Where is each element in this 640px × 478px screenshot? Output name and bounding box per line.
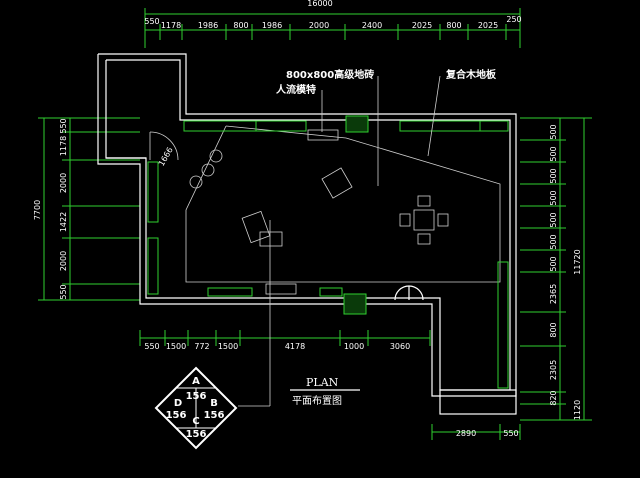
plan-title-en: PLAN: [306, 376, 339, 389]
furniture: [189, 129, 449, 295]
dim-total-width: 16000: [307, 0, 332, 8]
dim-left-1: 550: [59, 118, 68, 133]
walls: [97, 53, 517, 415]
dim-left-4: 1422: [59, 212, 68, 232]
dim-right-b1: 2365: [549, 284, 558, 304]
dim-left-5: 2000: [59, 251, 68, 271]
symbol-label-c: C: [192, 416, 199, 427]
dim-right-a7: 500: [549, 256, 558, 271]
leaders: [238, 75, 441, 407]
dim-right-a6: 500: [549, 234, 558, 249]
dim-right-a4: 500: [549, 190, 558, 205]
symbol-value-bottom: 156: [186, 429, 207, 440]
dim-bottom-3: 772: [194, 342, 209, 351]
symbol-value-top: 156: [186, 391, 207, 402]
dim-left-total: 7700: [33, 200, 42, 220]
dim-right-a5: 500: [549, 212, 558, 227]
symbol-value-left: 156: [166, 410, 187, 421]
dim-top-6: 2000: [309, 21, 329, 30]
note-mannequin: 人流模特: [276, 83, 316, 96]
dim-right-b2: 800: [549, 322, 558, 337]
plan-title-cn: 平面布置图: [292, 395, 342, 407]
entrance-door: [394, 285, 424, 301]
left-dimensions: 7700 550 1178 2000 1422 2000 550: [33, 117, 140, 301]
dim-bottom-2: 1500: [166, 342, 186, 351]
display-racks: [147, 115, 509, 389]
symbol-value-right: 156: [204, 410, 225, 421]
dim-top-7: 2400: [362, 21, 382, 30]
dim-left-3: 2000: [59, 173, 68, 193]
dim-right-b3: 2305: [549, 360, 558, 380]
dim-top-4: 800: [233, 21, 248, 30]
dim-bottom-6: 1000: [344, 342, 364, 351]
dim-bottom-4: 1500: [218, 342, 238, 351]
dim-top-2: 1178: [161, 21, 181, 30]
note-tile: 800x800高级地砖: [286, 68, 374, 81]
dim-door: 1666: [157, 146, 175, 168]
dim-left-6: 550: [59, 284, 68, 299]
dim-bottom-7: 3060: [390, 342, 410, 351]
dim-top-11: 250: [506, 15, 521, 24]
dim-bottom-1: 550: [144, 342, 159, 351]
dim-top-9: 800: [446, 21, 461, 30]
symbol-label-b: B: [210, 398, 218, 409]
symbol-label-d: D: [174, 398, 182, 409]
symbol-label-a: A: [192, 376, 200, 387]
dim-top-10: 2025: [478, 21, 498, 30]
bottom-dimensions: 550 1500 772 1500 4178 1000 3060 2890 55…: [139, 330, 521, 440]
top-dimensions: 16000 550 1178 1986 800 1986 2000 2400 2…: [144, 0, 522, 48]
dim-bottom-right-1: 2890: [456, 429, 476, 438]
dim-right-a3: 500: [549, 168, 558, 183]
dim-top-3: 1986: [198, 21, 218, 30]
dim-right-total: 11720: [573, 249, 582, 274]
dim-right-a2: 500: [549, 146, 558, 161]
right-dimensions: 11720 500 500 500 500 500 500 500 2365 8…: [520, 117, 592, 421]
dim-top-8: 2025: [412, 21, 432, 30]
dim-left-2: 1178: [59, 136, 68, 156]
dim-right-b5: 1120: [573, 400, 582, 420]
section-symbol: A 156 D B 156 156 C 156: [154, 366, 238, 450]
dim-top-5: 1986: [262, 21, 282, 30]
note-floor: 复合木地板: [445, 68, 497, 81]
dim-right-a1: 500: [549, 124, 558, 139]
dim-bottom-5: 4178: [285, 342, 305, 351]
dim-top-1: 550: [144, 17, 159, 26]
dim-bottom-right-2: 550: [503, 429, 518, 438]
dim-right-b4: 820: [549, 390, 558, 405]
